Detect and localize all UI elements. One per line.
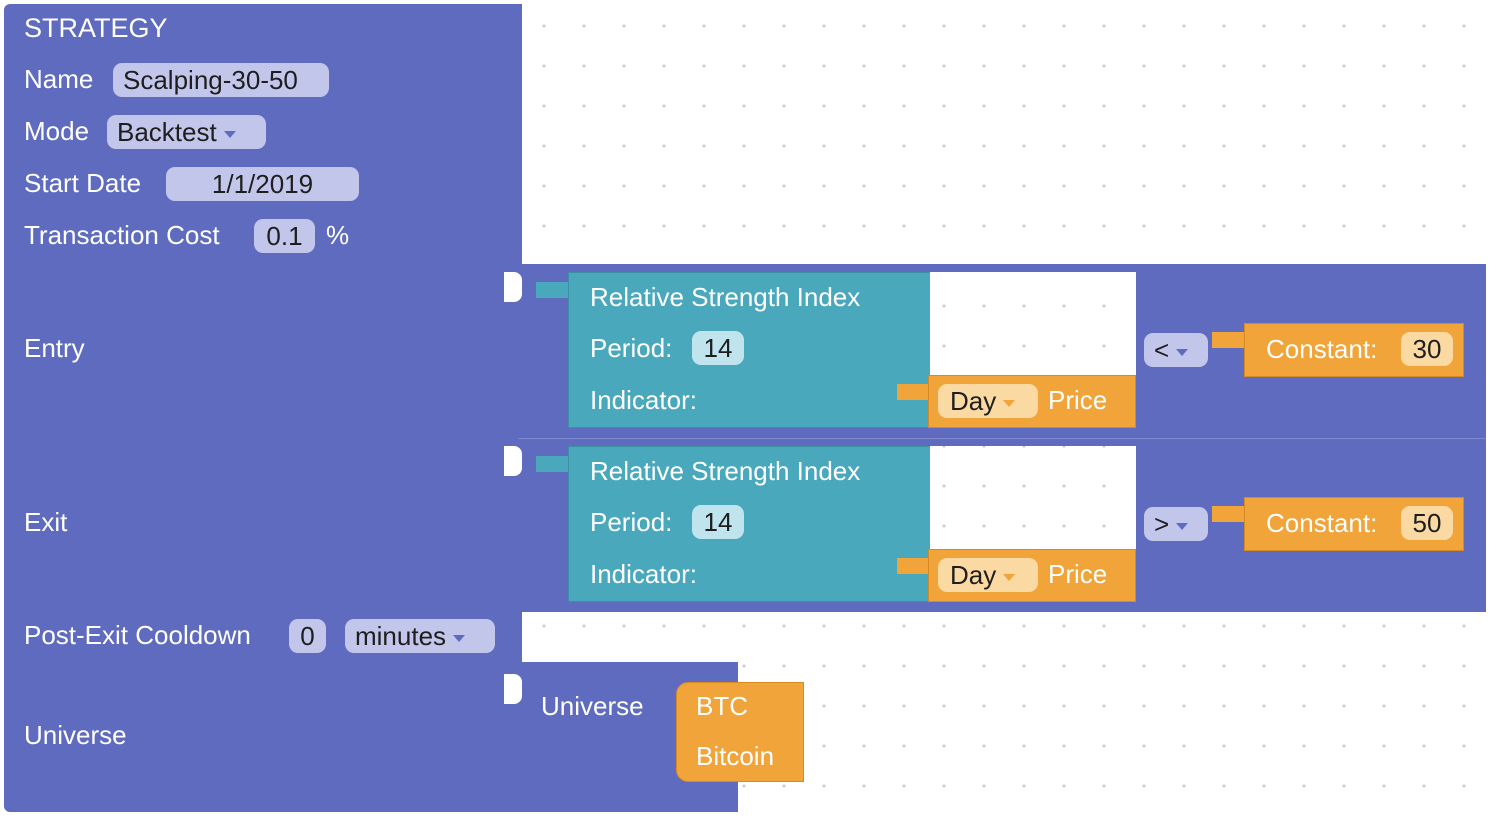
exit-rsi-title: Relative Strength Index [590, 456, 861, 486]
exit-period-label: Period: [590, 507, 673, 537]
entry-period-input[interactable]: 14 [692, 331, 744, 365]
tx-cost-label: Transaction Cost [24, 220, 220, 250]
exit-compare-block[interactable]: Relative Strength Index Period: 14 Indic… [536, 446, 1470, 604]
entry-indicator-label: Indicator: [590, 385, 697, 415]
universe-asset-name: Bitcoin [696, 741, 775, 771]
mode-label: Mode [24, 116, 90, 146]
entry-operator-dropdown[interactable]: < [1144, 333, 1208, 367]
entry-price-output-tab [897, 384, 937, 400]
exit-constant-label: Constant: [1266, 508, 1378, 538]
exit-operator-value: > [1154, 509, 1170, 539]
entry-notch [504, 272, 522, 302]
tx-cost-input[interactable]: 0.1 [254, 219, 315, 253]
exit-rsi-output-tab [536, 456, 576, 472]
chevron-down-icon [223, 130, 236, 138]
exit-indicator-label: Indicator: [590, 559, 697, 589]
entry-period-label: Period: [590, 333, 673, 363]
entry-operator-value: < [1154, 335, 1170, 365]
start-date-label: Start Date [24, 168, 142, 198]
exit-constant-input[interactable]: 50 [1401, 506, 1453, 540]
exit-price-label: Price [1048, 559, 1108, 589]
entry-interval-value: Day [950, 386, 997, 416]
entry-rsi-input-socket [930, 272, 1136, 376]
cooldown-input[interactable]: 0 [289, 619, 326, 653]
entry-compare-block[interactable]: Relative Strength Index Period: 14 Indic… [536, 272, 1470, 430]
name-input[interactable]: Scalping-30-50 [113, 63, 329, 97]
cooldown-label: Post-Exit Cooldown [24, 620, 251, 650]
mode-dropdown[interactable]: Backtest [107, 115, 266, 149]
exit-operator-dropdown[interactable]: > [1144, 507, 1208, 541]
cooldown-unit-value: minutes [355, 621, 447, 651]
exit-period-input[interactable]: 14 [692, 505, 744, 539]
entry-constant-output-tab [1212, 332, 1252, 348]
universe-asset-symbol: BTC [696, 691, 748, 721]
exit-interval-dropdown[interactable]: Day [938, 558, 1038, 592]
name-label: Name [24, 64, 94, 94]
entry-interval-dropdown[interactable]: Day [938, 384, 1038, 418]
universe-label: Universe [24, 720, 127, 750]
entry-constant-label: Constant: [1266, 334, 1378, 364]
universe-notch [504, 674, 522, 704]
chevron-down-icon [453, 634, 466, 642]
universe-asset-block[interactable] [676, 682, 804, 782]
mode-value: Backtest [117, 117, 217, 147]
chevron-down-icon [1003, 573, 1016, 581]
chevron-down-icon [1176, 522, 1189, 530]
chevron-down-icon [1003, 399, 1016, 407]
entry-label: Entry [24, 333, 85, 363]
exit-rsi-input-socket [930, 446, 1136, 550]
start-date-input[interactable]: 1/1/2019 [166, 167, 359, 201]
tx-cost-unit: % [326, 220, 350, 250]
entry-price-label: Price [1048, 385, 1108, 415]
cooldown-unit-dropdown[interactable]: minutes [345, 619, 495, 653]
universe-block-label: Universe [541, 691, 644, 721]
entry-rsi-block[interactable] [568, 272, 932, 428]
exit-constant-output-tab [1212, 506, 1252, 522]
exit-label: Exit [24, 507, 68, 537]
exit-rsi-block[interactable] [568, 446, 932, 602]
entry-rsi-title: Relative Strength Index [590, 282, 861, 312]
chevron-down-icon [1176, 348, 1189, 356]
strategy-header: STRATEGY [24, 13, 168, 43]
entry-rsi-output-tab [536, 282, 576, 298]
exit-notch [504, 446, 522, 476]
exit-price-output-tab [897, 558, 937, 574]
exit-interval-value: Day [950, 560, 997, 590]
entry-constant-input[interactable]: 30 [1401, 332, 1453, 366]
